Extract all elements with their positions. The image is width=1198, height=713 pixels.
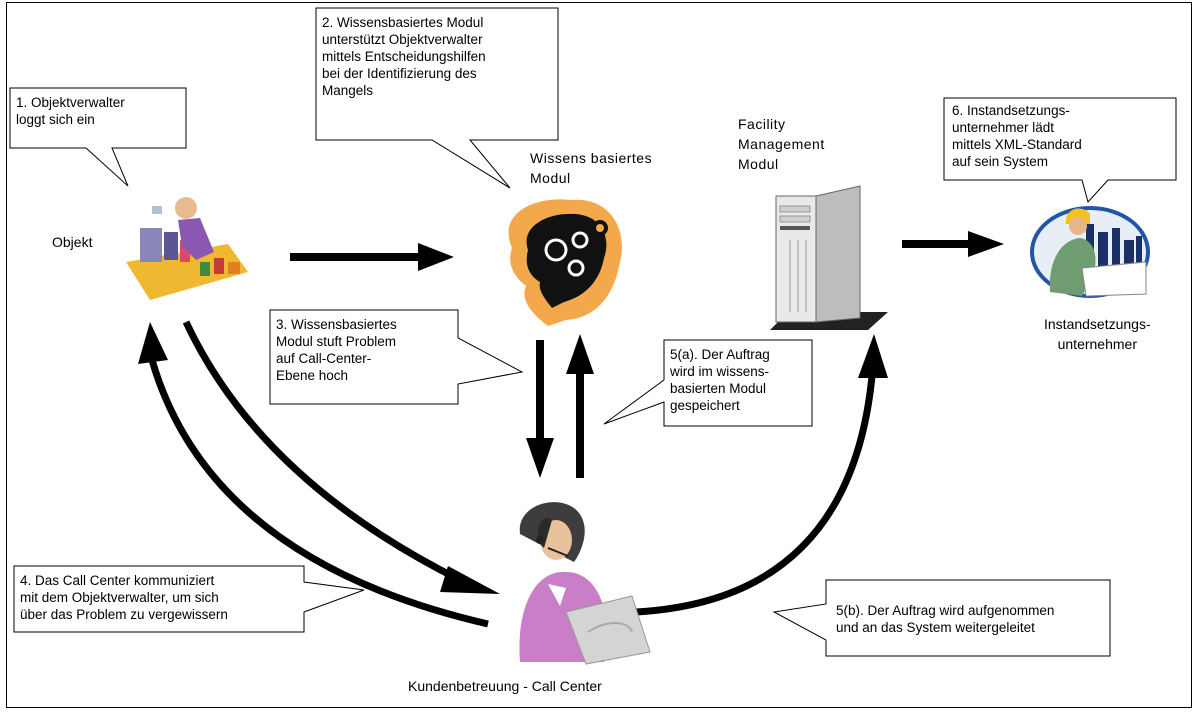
callout-6-text: 6. Instandsetzungs- unternehmer lädt mit…: [952, 103, 1082, 169]
callcenter-agent-illustration: [519, 502, 651, 665]
arrow-callcenter-to-objekt: [138, 322, 489, 628]
callout-4-text: 4. Das Call Center kommuniziert mit dem …: [20, 573, 228, 622]
arrow-callcenter-to-wissen: [566, 334, 594, 478]
callout-5a-bubble: [603, 339, 813, 427]
node-instand-label: Instandsetzungs- unternehmer: [1044, 316, 1151, 352]
callout-5b-text: 5(b). Der Auftrag wird aufgenommen und a…: [836, 603, 1055, 635]
arrow-objekt-to-wissen: [290, 243, 454, 271]
server-tower-illustration: [770, 185, 888, 330]
callout-1-text: 1. Objektverwalter loggt sich ein: [16, 95, 125, 127]
callout-2-text: 2. Wissensbasiertes Modul unterstützt Ob…: [322, 15, 486, 98]
brain-gears-illustration: [508, 199, 622, 326]
node-callcenter-label: Kundenbetreuung - Call Center: [408, 678, 602, 694]
arrow-wissen-to-callcenter: [526, 340, 554, 478]
callout-2-bubble: [315, 7, 559, 189]
diagram-frame: [6, 2, 1192, 708]
callout-3-text: 3. Wissensbasiertes Modul stuft Problem …: [276, 317, 397, 383]
node-wissen-label: Wissens basiertes Modul: [530, 150, 653, 186]
callout-4-bubble: [13, 565, 365, 633]
arrow-callcenter-to-facility: [635, 334, 888, 616]
callout-1-bubble: [9, 87, 187, 187]
callout-5b-bubble: [772, 579, 1111, 657]
node-facility-label: Facility Management Modul: [738, 116, 825, 172]
objekt-illustration: [126, 197, 248, 300]
arrow-objekt-to-callcenter: [182, 320, 500, 594]
callout-5a-text: 5(a). Der Auftrag wird im wissens- basie…: [670, 347, 770, 413]
callout-3-bubble: [269, 309, 524, 405]
arrow-facility-to-instand: [902, 231, 1004, 257]
node-objekt-label: Objekt: [52, 234, 93, 250]
callout-6-bubble: [943, 97, 1177, 204]
worker-illustration: [1030, 206, 1150, 298]
